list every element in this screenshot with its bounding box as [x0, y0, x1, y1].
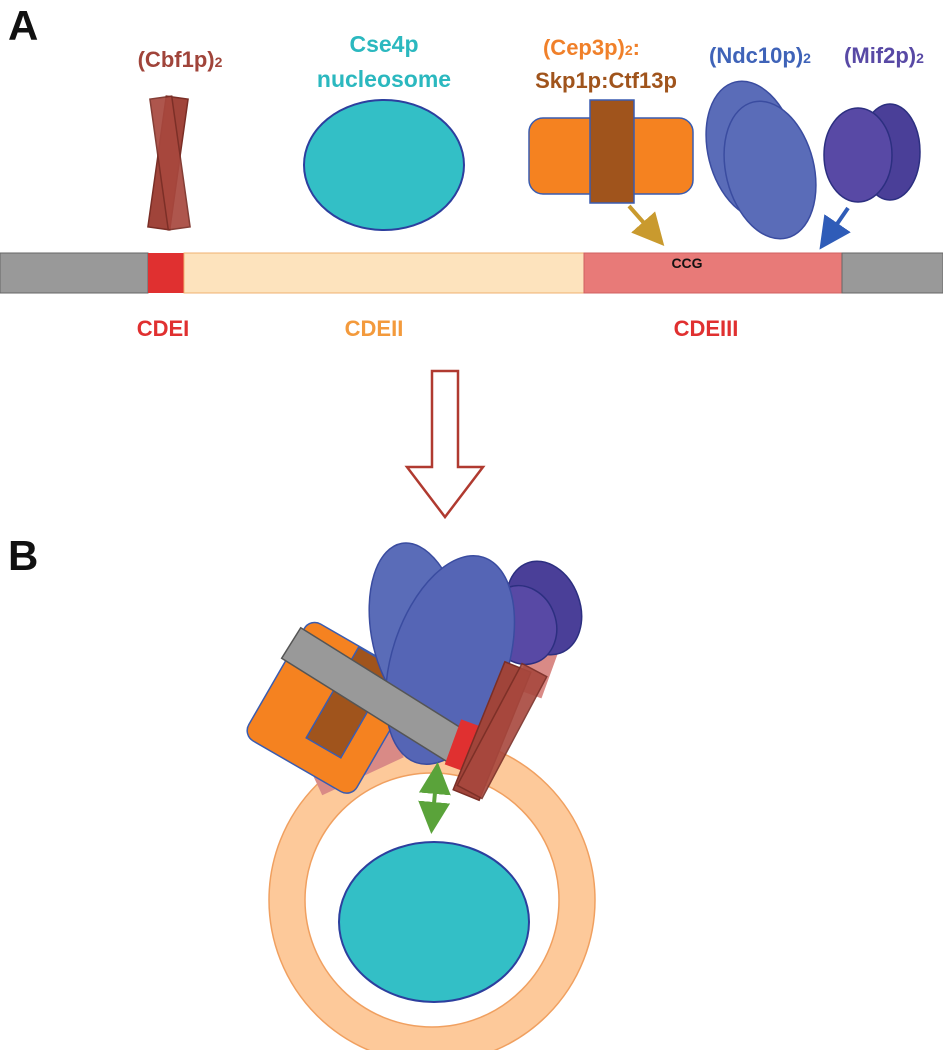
- ndc10-label: (Ndc10p)2: [709, 43, 811, 68]
- ndc10-subscript: 2: [803, 50, 811, 66]
- loop-cse4-nucleosome: [338, 841, 530, 1003]
- ndc10-name: (Ndc10p): [709, 43, 803, 68]
- skp1-ctf13-label: Skp1p:Ctf13p: [535, 68, 677, 93]
- nucleosome-interaction-arrow: [418, 762, 451, 834]
- cbf3-binding-arrow: [627, 204, 665, 246]
- cdei-label: CDEI: [137, 316, 190, 341]
- mif2-label: (Mif2p)2: [844, 43, 924, 68]
- mif2-name: (Mif2p): [844, 43, 916, 68]
- cbf3-complex-shape: [528, 99, 694, 204]
- assembly-arrow: [404, 369, 486, 520]
- ndc10-dimer-shape: [705, 80, 817, 240]
- cbf1-label: (Cbf1p)2: [138, 47, 223, 72]
- cse4-nucleosome-shape: [303, 99, 465, 231]
- ccg-motif: CCG: [671, 255, 702, 271]
- complex-cbf1: [444, 660, 548, 802]
- cse4-label-line1: Cse4p: [349, 31, 418, 57]
- mif2-binding-arrow: [819, 206, 851, 250]
- cse4-label-line2: nucleosome: [317, 66, 451, 92]
- cep3-colon: :: [633, 35, 640, 60]
- cdeii-label: CDEII: [345, 316, 404, 341]
- cbf1-name: (Cbf1p): [138, 47, 215, 72]
- cbf1-dimer-shape: [147, 95, 191, 231]
- cep3-name: (Cep3p): [543, 35, 625, 60]
- mif2-subscript: 2: [916, 50, 924, 66]
- cep3-subscript: 2: [625, 42, 633, 58]
- centromere-dna-bar: [0, 252, 943, 294]
- complex-cbf3: [246, 621, 415, 794]
- mif2-dimer-shape: [823, 103, 921, 203]
- panel-a-letter: A: [8, 2, 38, 49]
- panel-b-letter: B: [8, 532, 38, 579]
- cdeiii-label: CDEIII: [674, 316, 739, 341]
- cep3-label: (Cep3p)2:: [543, 35, 640, 60]
- cbf1-subscript: 2: [215, 54, 223, 70]
